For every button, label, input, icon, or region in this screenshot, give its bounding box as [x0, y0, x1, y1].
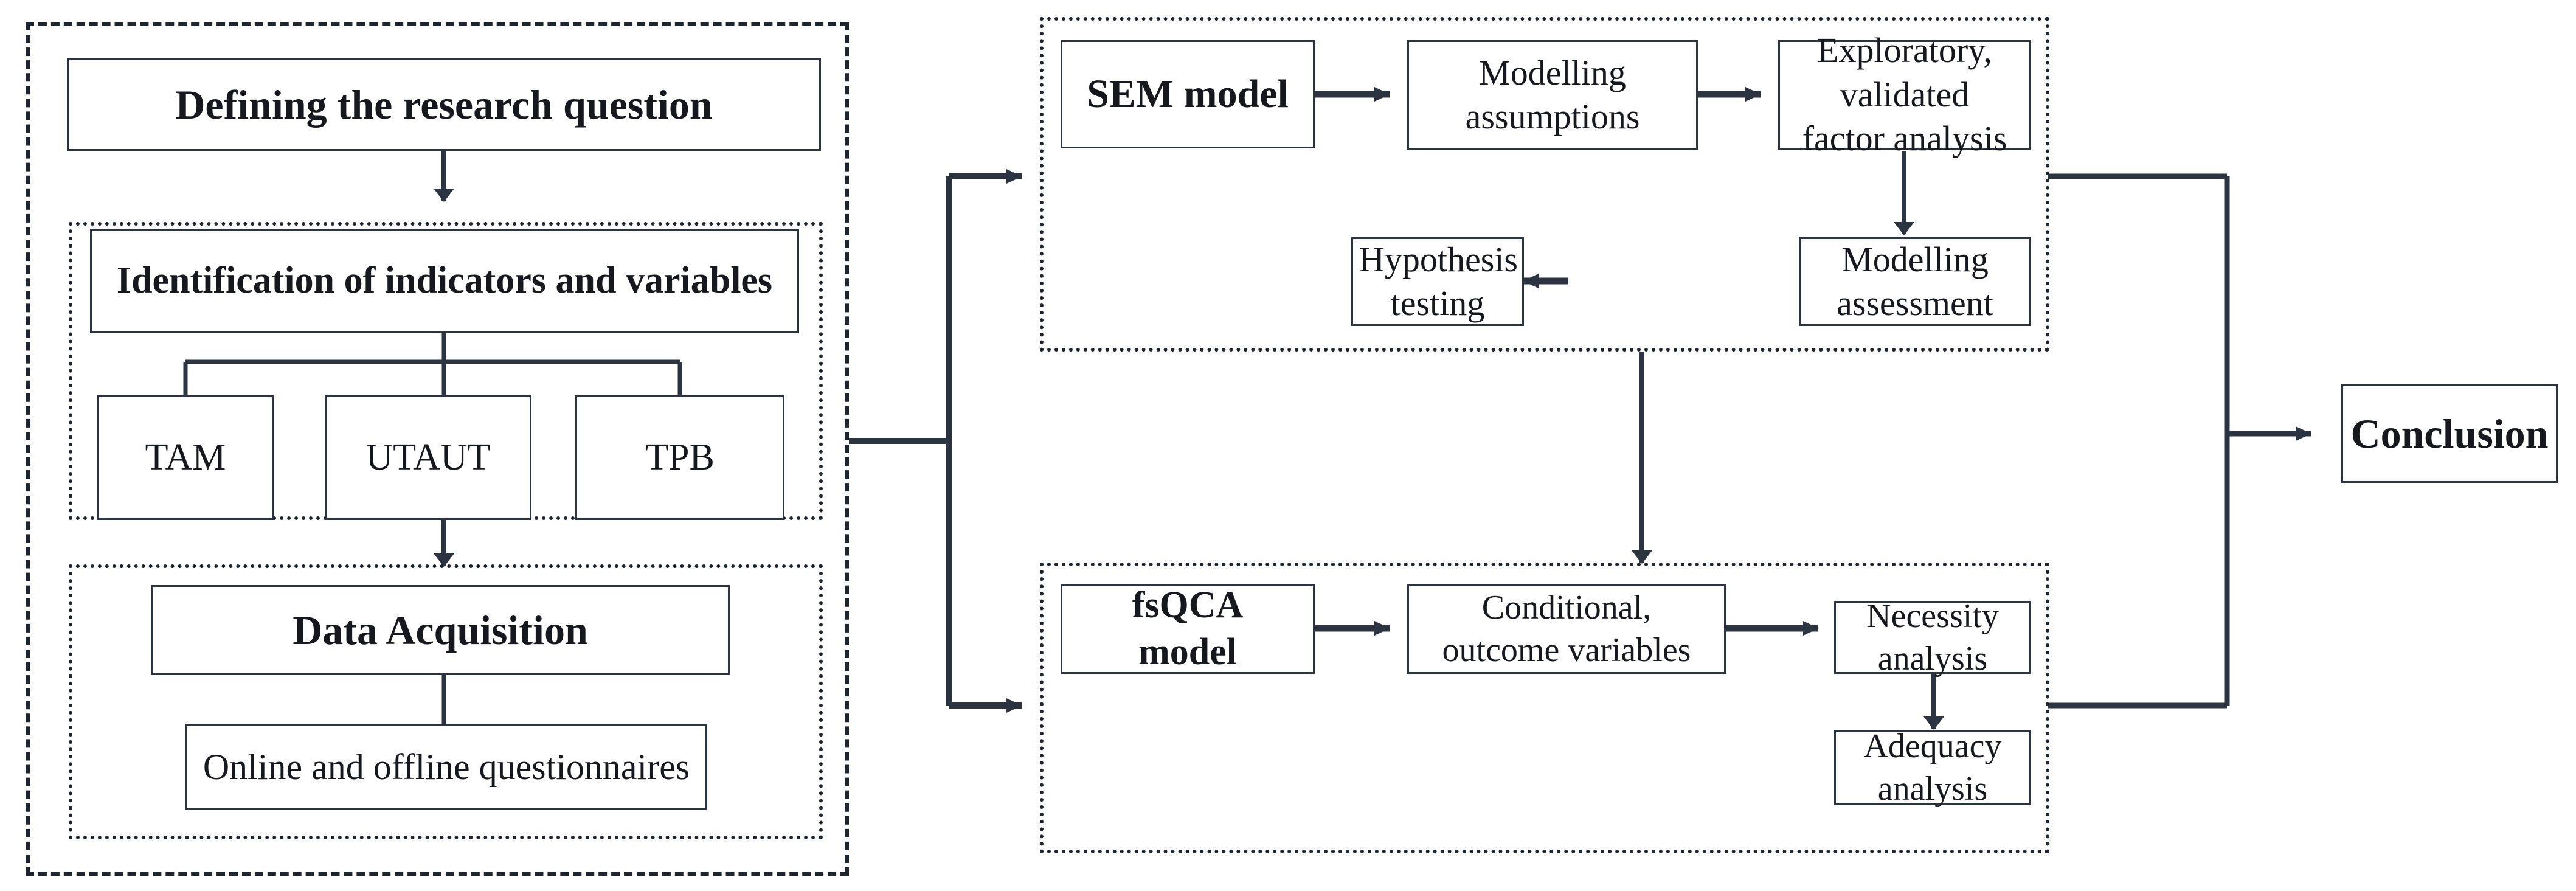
node-hypothesis-testing[interactable]: Hypothesis testing	[1351, 237, 1524, 326]
node-tpb-label: TPB	[645, 436, 715, 478]
node-questionnaires-label: Online and offline questionnaires	[203, 746, 690, 787]
node-necessity-analysis-label: Necessity analysis	[1866, 597, 1999, 678]
node-utaut[interactable]: UTAUT	[325, 395, 531, 520]
node-data-acquisition[interactable]: Data Acquisition	[151, 585, 730, 675]
research-design-group	[26, 22, 849, 876]
node-factor-analysis[interactable]: Exploratory, validated factor analysis	[1778, 30, 2031, 158]
node-identification-label: Identification of indicators and variabl…	[116, 260, 773, 302]
node-fsqca-model[interactable]: fsQCA model	[1061, 584, 1315, 674]
node-factor-analysis-label: Exploratory, validated factor analysis	[1802, 30, 2007, 159]
node-fsqca-model-label: fsQCA model	[1132, 584, 1244, 673]
node-conditional-outcome-label: Conditional, outcome variables	[1442, 589, 1691, 669]
node-conclusion[interactable]: Conclusion	[2341, 384, 2558, 483]
node-research-question[interactable]: Defining the research question	[67, 58, 821, 151]
node-adequacy-analysis[interactable]: Adequacy analysis	[1834, 727, 2031, 808]
node-research-question-label: Defining the research question	[175, 81, 713, 128]
node-conclusion-label: Conclusion	[2350, 410, 2549, 457]
fsqca-model-group	[1040, 563, 2049, 853]
node-identification[interactable]: Identification of indicators and variabl…	[90, 229, 799, 333]
node-data-acquisition-label: Data Acquisition	[293, 606, 588, 653]
node-sem-model-label: SEM model	[1087, 71, 1289, 116]
data-acquisition-group	[69, 564, 823, 839]
node-modelling-assessment-label: Modelling assessment	[1837, 239, 1993, 324]
node-hypothesis-testing-label: Hypothesis testing	[1359, 239, 1518, 324]
node-modelling-assessment[interactable]: Modelling assessment	[1799, 237, 2031, 326]
node-tam[interactable]: TAM	[97, 395, 274, 520]
node-sem-model[interactable]: SEM model	[1061, 40, 1315, 148]
node-utaut-label: UTAUT	[365, 436, 491, 478]
node-tpb[interactable]: TPB	[575, 395, 784, 520]
node-modelling-assumptions[interactable]: Modelling assumptions	[1407, 40, 1698, 150]
node-adequacy-analysis-label: Adequacy analysis	[1863, 727, 2002, 808]
node-conditional-outcome[interactable]: Conditional, outcome variables	[1407, 584, 1726, 674]
node-tam-label: TAM	[145, 436, 226, 478]
node-necessity-analysis[interactable]: Necessity analysis	[1834, 597, 2031, 678]
sem-model-group	[1040, 17, 2049, 352]
node-questionnaires[interactable]: Online and offline questionnaires	[185, 724, 707, 810]
node-modelling-assumptions-label: Modelling assumptions	[1465, 52, 1640, 137]
